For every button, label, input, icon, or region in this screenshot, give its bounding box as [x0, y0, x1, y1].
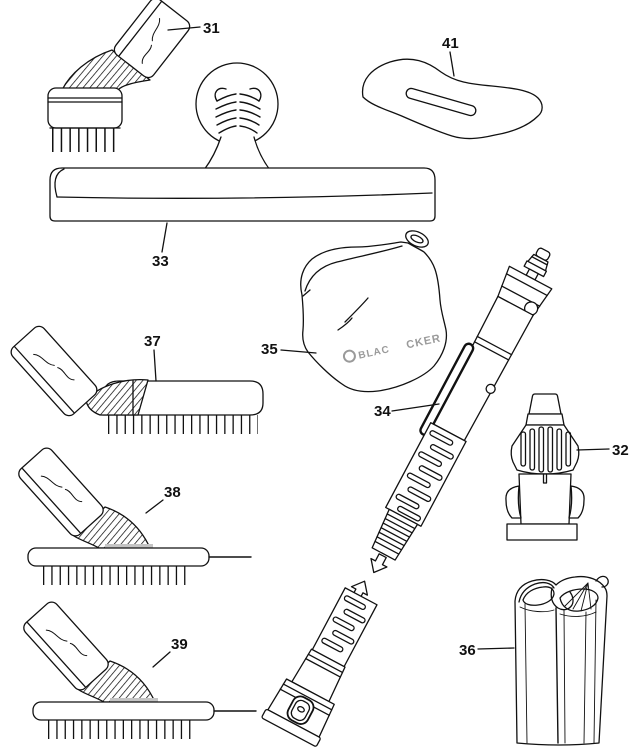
brush-cup [47, 87, 123, 129]
side-clip [568, 485, 585, 519]
part-32-adapter-nozzle [505, 393, 585, 541]
leader-lines [145, 26, 610, 668]
part-38-angled-brush [18, 447, 252, 585]
part-label-34: 34 [374, 403, 391, 420]
part-label-39: 39 [171, 636, 188, 653]
leader-line-38 [145, 499, 164, 514]
mount-plate [18, 447, 104, 537]
part-33-floor-nozzle [49, 62, 436, 222]
part-label-37: 37 [144, 333, 161, 350]
brand-mark-icon [342, 349, 356, 363]
part-label-36: 36 [459, 642, 476, 659]
part-label-41: 41 [442, 35, 459, 52]
part-labels: 31 41 33 35 37 34 32 38 36 39 [144, 20, 629, 659]
nozzle-body [49, 167, 436, 222]
bag-fold [304, 245, 403, 292]
part-label-35: 35 [261, 341, 278, 358]
mount-plate [10, 325, 98, 417]
duct-body [514, 575, 608, 746]
wand-connector [261, 648, 346, 747]
wand-accordion [371, 508, 419, 561]
leader-line-33 [161, 222, 168, 253]
leader-line-32 [576, 448, 610, 451]
part-31-round-dusting-brush [47, 0, 191, 152]
leader-line-35 [280, 349, 317, 354]
part-41-blade-pad [361, 58, 543, 140]
brush-base [27, 547, 210, 567]
hang-loop [405, 230, 429, 248]
part-label-31: 31 [203, 20, 220, 37]
mount-plate [113, 0, 191, 79]
leader-line-41 [449, 51, 455, 77]
hose-ribs [214, 87, 262, 134]
part-label-38: 38 [164, 484, 181, 501]
leader-line-39 [152, 651, 171, 668]
side-clip [505, 485, 522, 519]
part-34-extension-wand [261, 247, 553, 747]
leader-line-36 [477, 647, 515, 650]
neck [204, 137, 270, 170]
slot [405, 87, 477, 117]
wand-corrugation-upper [385, 422, 467, 527]
part-37-flat-brush [10, 325, 264, 434]
part-35-dust-bag: BLAC CKER [300, 230, 448, 393]
part-label-33: 33 [152, 253, 169, 270]
leader-line-37 [153, 349, 157, 382]
part-36-tube-duct [514, 575, 609, 746]
arrow-down-icon [370, 553, 388, 574]
rim-hook [595, 575, 609, 588]
ball-joint [195, 62, 279, 146]
grip-strip [419, 342, 475, 437]
seal-strip [105, 544, 153, 549]
wand-tip [523, 247, 551, 281]
leader-line-31 [167, 26, 201, 31]
part-label-32: 32 [612, 442, 629, 459]
wand-corrugation-lower [311, 587, 378, 668]
connector-foot [261, 708, 321, 747]
leader-line-34 [391, 403, 440, 412]
